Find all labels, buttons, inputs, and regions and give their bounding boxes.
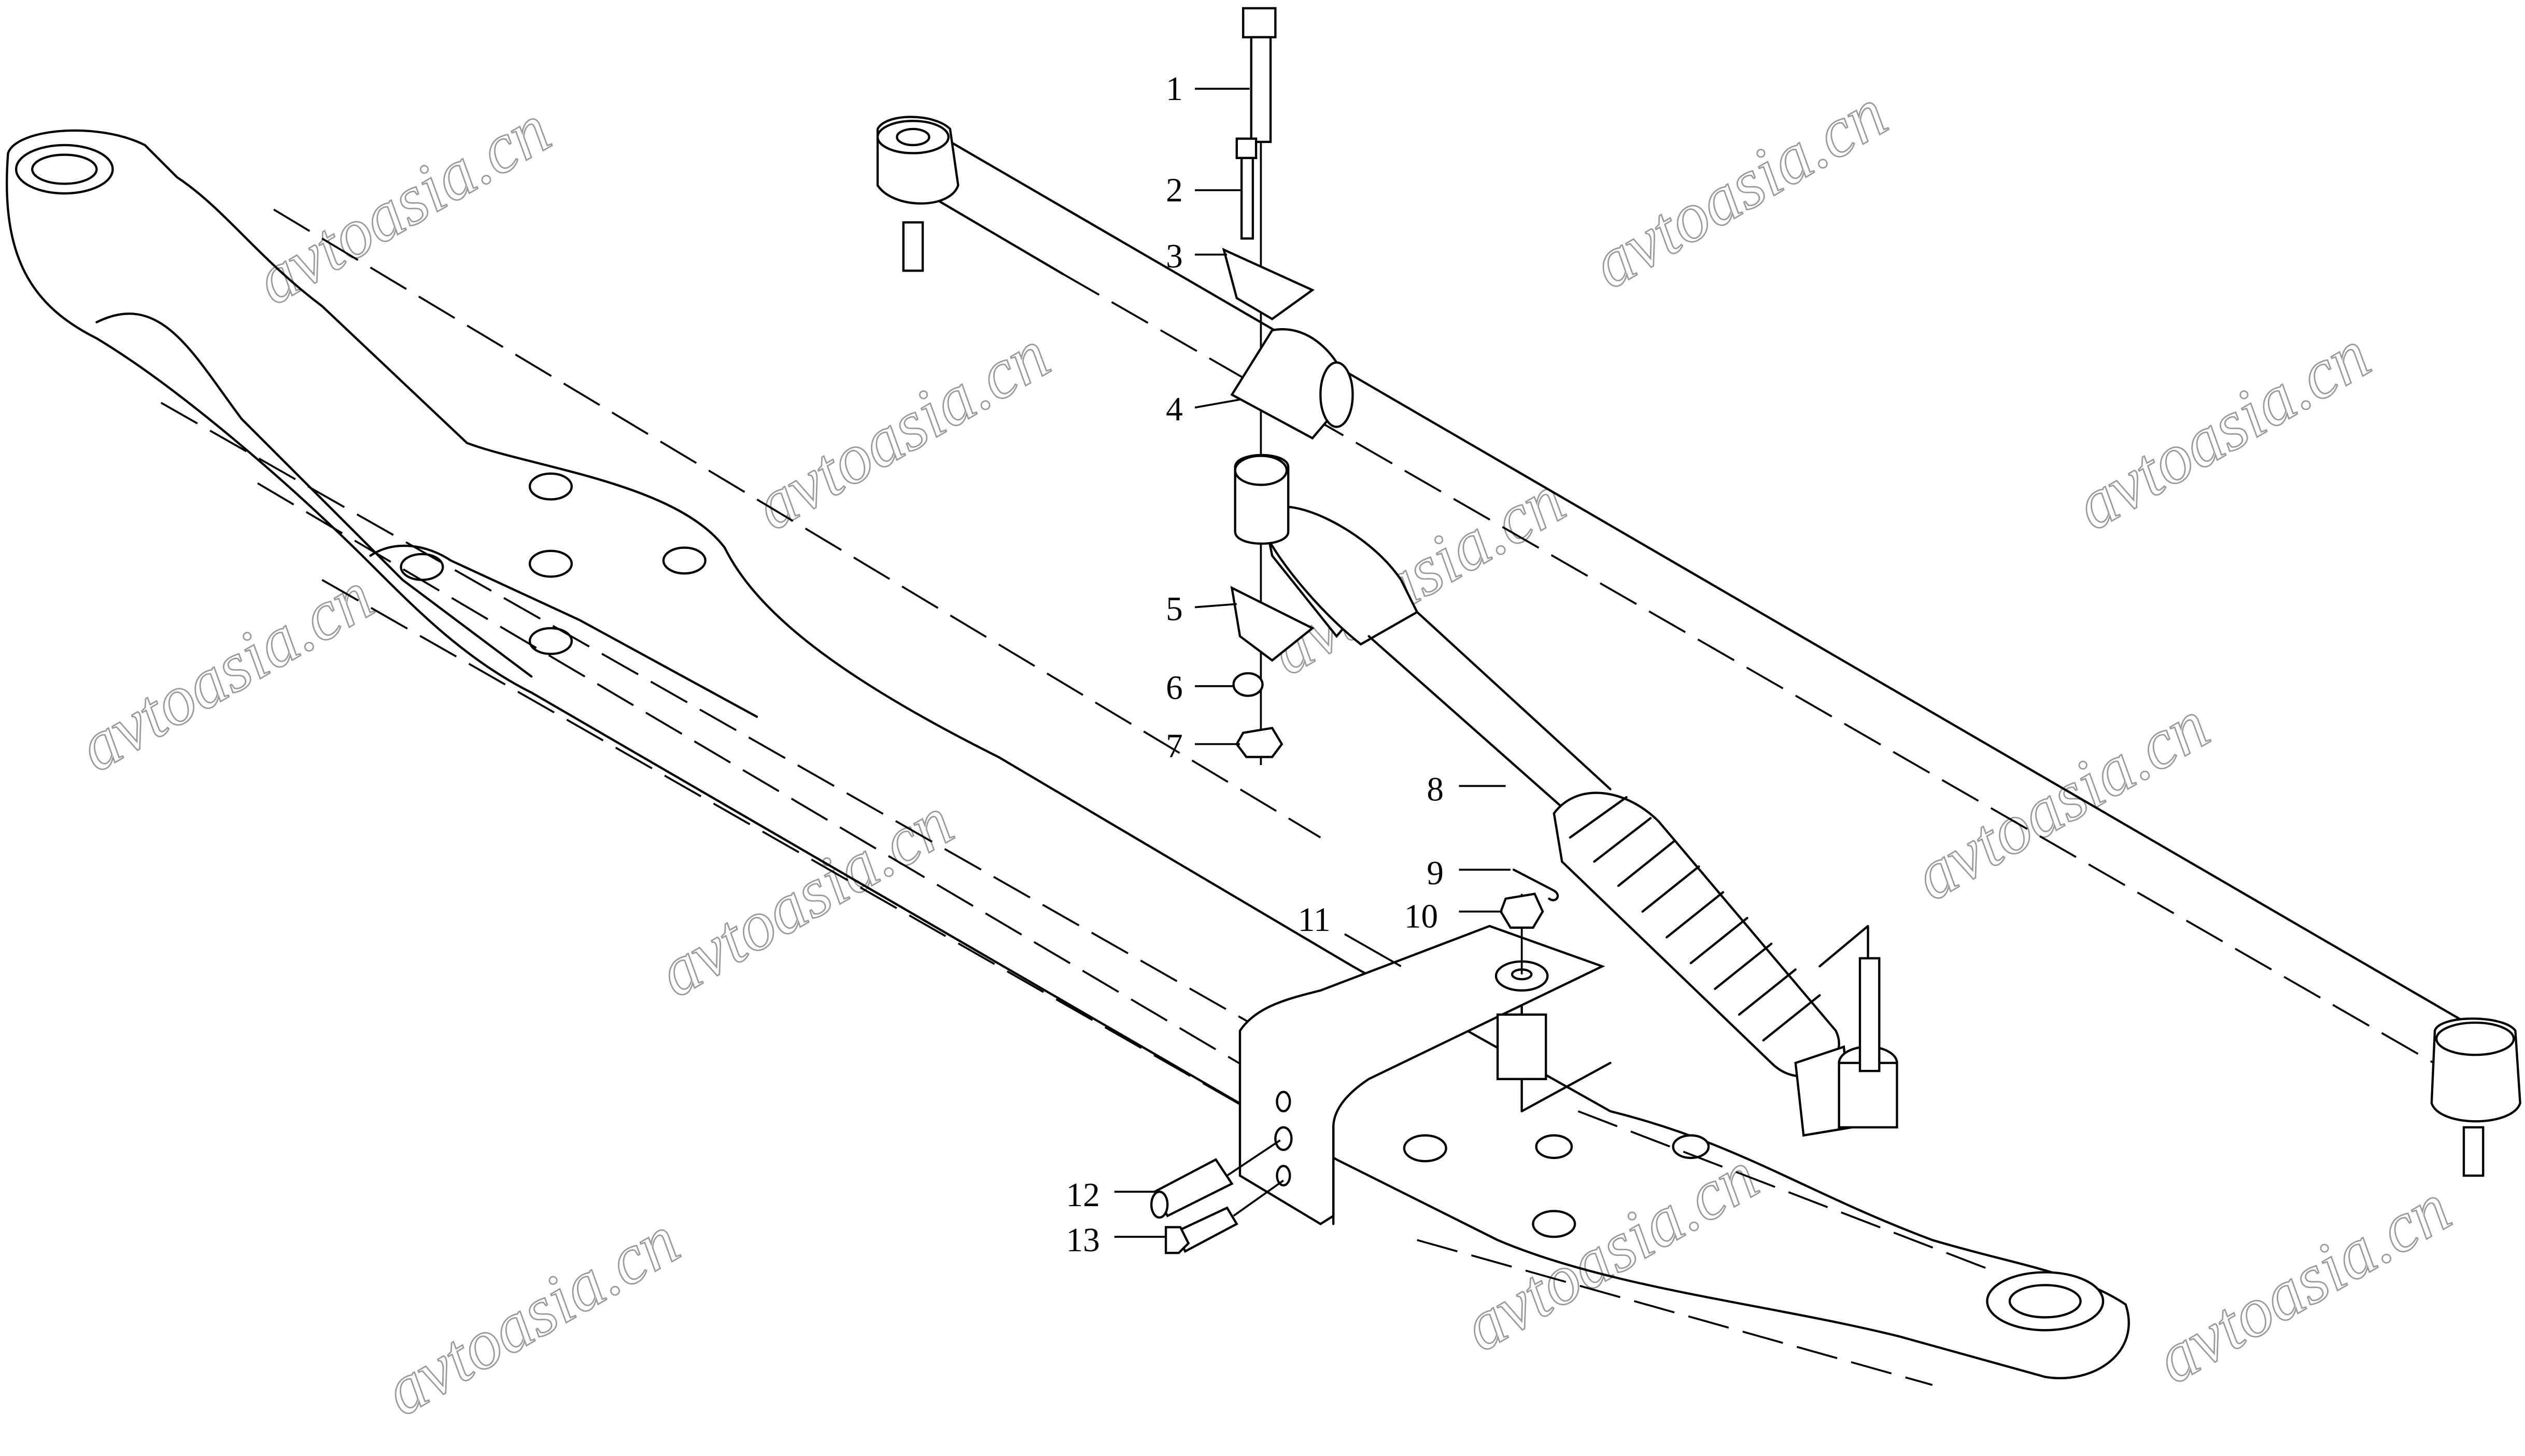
watermark: avtoasia.cn xyxy=(1450,1136,1770,1366)
callout-2: 2 xyxy=(1166,172,1183,209)
clamp-stack xyxy=(1222,7,1354,765)
callout-10: 10 xyxy=(1404,898,1438,936)
callout-labels: 1 2 3 4 5 6 7 8 9 10 11 12 13 xyxy=(1066,70,1444,1259)
tie-rod xyxy=(876,116,2521,1177)
damper-bracket xyxy=(1150,868,1605,1254)
callout-7: 7 xyxy=(1166,727,1183,765)
watermark: avtoasia.cn xyxy=(1579,73,1899,304)
callout-6: 6 xyxy=(1166,670,1183,707)
watermark: avtoasia.cn xyxy=(65,556,385,787)
callout-9: 9 xyxy=(1427,855,1444,892)
steering-damper xyxy=(1262,505,1898,1137)
callout-5: 5 xyxy=(1166,590,1183,628)
callout-leaders xyxy=(1114,88,1511,1238)
callout-4: 4 xyxy=(1166,391,1183,428)
callout-3: 3 xyxy=(1166,238,1183,275)
callout-11: 11 xyxy=(1298,901,1331,939)
callout-12: 12 xyxy=(1066,1177,1100,1214)
watermark: avtoasia.cn xyxy=(1901,685,2221,915)
callout-1: 1 xyxy=(1166,70,1183,108)
watermark: avtoasia.cn xyxy=(242,89,562,320)
front-axle-beam xyxy=(6,129,2130,1386)
callout-8: 8 xyxy=(1427,771,1444,808)
watermark: avtoasia.cn xyxy=(645,782,965,1012)
watermark: avtoasia.cn xyxy=(371,1200,692,1431)
watermark: avtoasia.cn xyxy=(741,315,1062,545)
watermark: avtoasia.cn xyxy=(2142,1168,2463,1398)
callout-13: 13 xyxy=(1066,1222,1100,1259)
damper-bellows-ribs xyxy=(1569,796,1821,1042)
watermark: avtoasia.cn xyxy=(2062,315,2382,545)
